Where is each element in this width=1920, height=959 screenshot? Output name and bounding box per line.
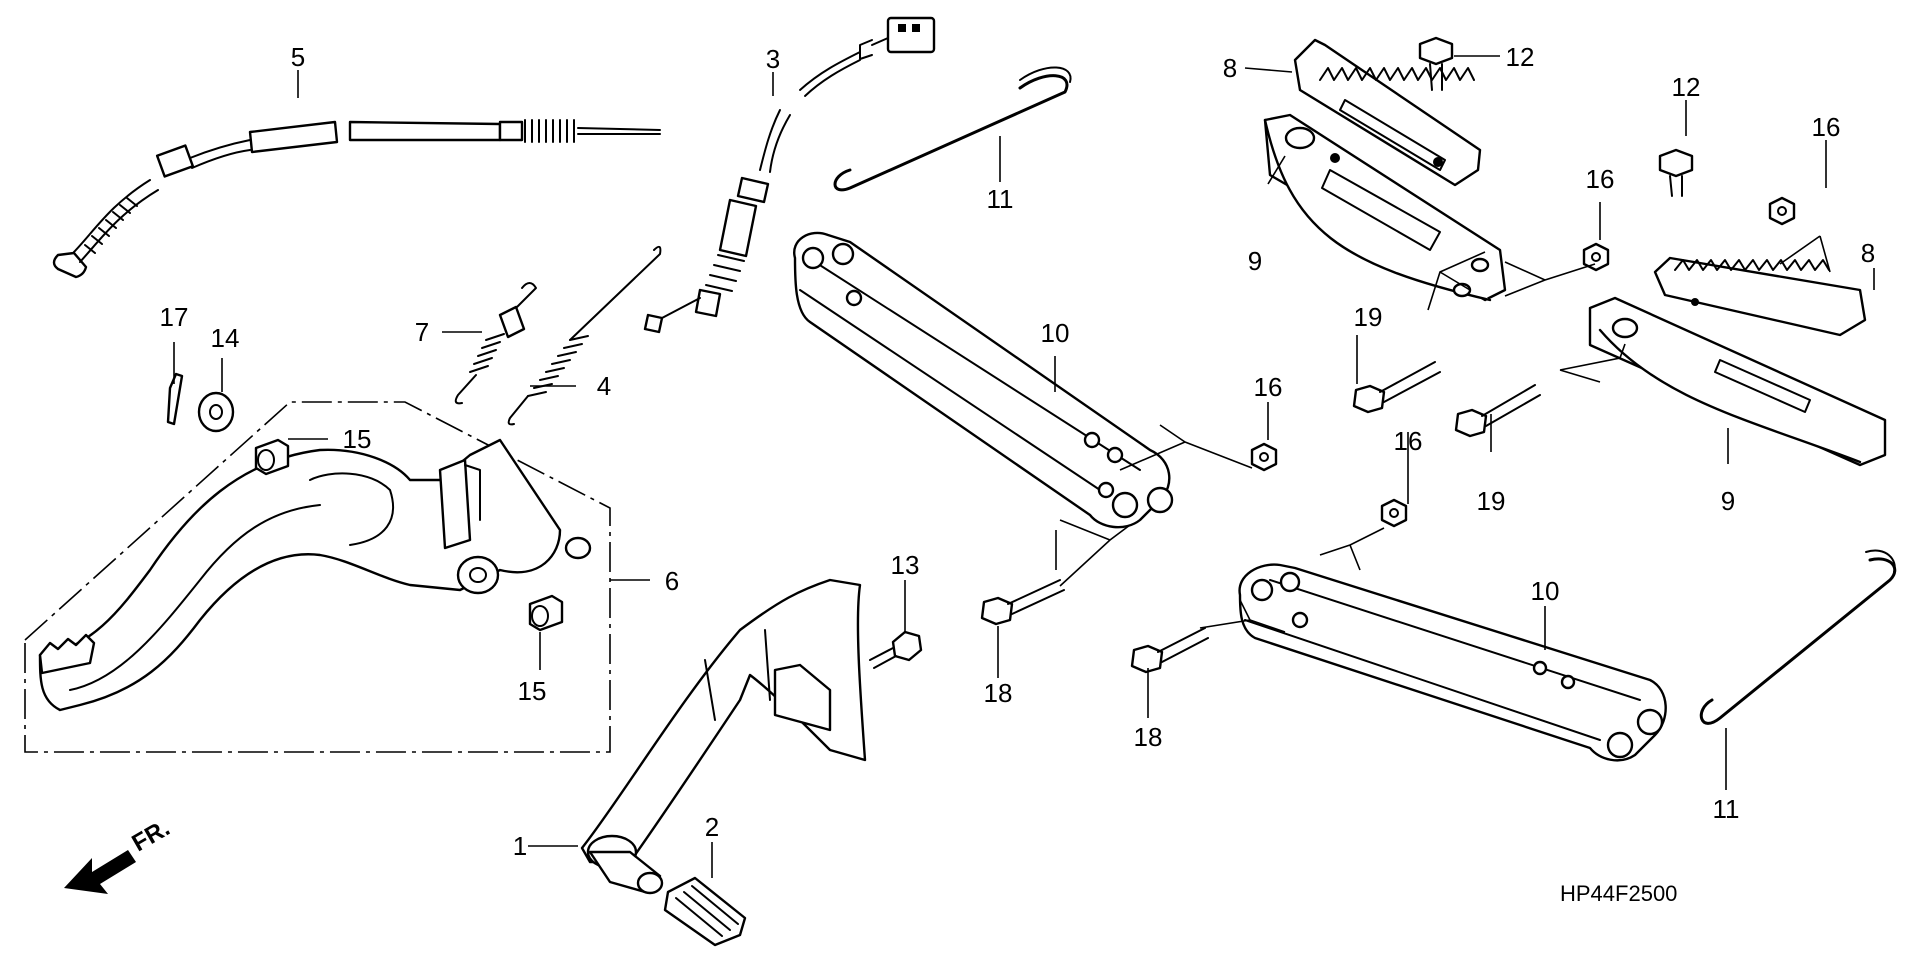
leader-lines bbox=[173, 55, 1875, 878]
callout-16-lower: 16 bbox=[1394, 426, 1423, 456]
bolt-part-19-right[interactable] bbox=[1454, 384, 1541, 438]
callout-16-upper: 16 bbox=[1586, 164, 1615, 194]
front-arrow: FR. bbox=[64, 814, 174, 894]
callout-5: 5 bbox=[291, 42, 305, 72]
washer-part-14[interactable] bbox=[197, 391, 235, 433]
spring-part-4[interactable] bbox=[507, 245, 662, 426]
callout-15-upper: 15 bbox=[343, 424, 372, 454]
arrow-left-icon bbox=[64, 850, 136, 894]
callout-19-right: 19 bbox=[1477, 486, 1506, 516]
callout-14: 14 bbox=[211, 323, 240, 353]
callout-7: 7 bbox=[415, 317, 429, 347]
rod-part-11-lower[interactable] bbox=[1699, 549, 1897, 725]
callout-8-upper: 8 bbox=[1223, 53, 1237, 83]
callout-18-upper: 18 bbox=[984, 678, 1013, 708]
bolt-part-13[interactable] bbox=[869, 630, 923, 669]
bushing-part-15-lower[interactable] bbox=[528, 594, 564, 632]
rod-part-11-upper[interactable] bbox=[833, 66, 1072, 192]
bolt-part-18-lower[interactable] bbox=[1130, 627, 1209, 674]
callout-3: 3 bbox=[766, 44, 780, 74]
callout-15-lower: 15 bbox=[518, 676, 547, 706]
callout-13: 13 bbox=[891, 550, 920, 580]
callout-9-right: 9 bbox=[1721, 486, 1735, 516]
step-part-8-upper[interactable] bbox=[1293, 38, 1482, 187]
bolt-part-12-upper[interactable] bbox=[1418, 36, 1454, 91]
callout-16-right: 16 bbox=[1812, 112, 1841, 142]
nut-part-16-d[interactable] bbox=[1380, 498, 1408, 528]
pedal-arm-part-1[interactable] bbox=[580, 578, 867, 895]
bolt-part-19-upper[interactable] bbox=[1352, 361, 1441, 414]
assembly-box-part-6 bbox=[24, 401, 611, 753]
callout-16-mid: 16 bbox=[1254, 372, 1283, 402]
nut-part-16-b[interactable] bbox=[1768, 196, 1796, 226]
brake-pedal-part-6[interactable] bbox=[38, 438, 592, 712]
callout-19-upper: 19 bbox=[1354, 302, 1383, 332]
cable-part-5[interactable] bbox=[52, 119, 661, 279]
callout-8-right: 8 bbox=[1861, 238, 1875, 268]
footpeg-arm-part-10-lower[interactable] bbox=[1238, 563, 1667, 762]
bolt-part-12-right[interactable] bbox=[1658, 148, 1694, 197]
callout-18-lower: 18 bbox=[1134, 722, 1163, 752]
callout-2: 2 bbox=[705, 812, 719, 842]
callout-17: 17 bbox=[160, 302, 189, 332]
callout-4: 4 bbox=[597, 371, 611, 401]
pedal-rubber-part-2[interactable] bbox=[663, 876, 747, 947]
footpeg-bracket-part-9-right[interactable] bbox=[1588, 296, 1887, 467]
brake-switch-part-3[interactable] bbox=[643, 16, 936, 334]
footpeg-bracket-part-9-upper[interactable] bbox=[1263, 113, 1507, 302]
callout-11-lower: 11 bbox=[1713, 794, 1740, 824]
callout-12-right: 12 bbox=[1672, 72, 1701, 102]
footpeg-arm-part-10-upper[interactable] bbox=[793, 231, 1174, 529]
callout-10-upper: 10 bbox=[1041, 318, 1070, 348]
callout-labels: 5 3 11 8 12 12 16 16 9 17 14 7 4 10 16 1… bbox=[160, 42, 1876, 861]
callout-12-upper: 12 bbox=[1506, 42, 1535, 72]
cotter-pin-part-17[interactable] bbox=[166, 372, 184, 426]
callout-11-upper: 11 bbox=[987, 184, 1014, 214]
step-part-8-right[interactable] bbox=[1653, 256, 1867, 337]
spring-part-7[interactable] bbox=[454, 282, 537, 405]
front-label: FR. bbox=[128, 814, 175, 857]
callout-9-upper: 9 bbox=[1248, 246, 1262, 276]
callout-1: 1 bbox=[513, 831, 527, 861]
callout-10-lower: 10 bbox=[1531, 576, 1560, 606]
nut-part-16-c[interactable] bbox=[1250, 442, 1278, 472]
callout-6: 6 bbox=[665, 566, 679, 596]
nut-part-16-a[interactable] bbox=[1582, 242, 1610, 272]
diagram-code: HP44F2500 bbox=[1560, 881, 1677, 906]
bolt-part-18-upper[interactable] bbox=[980, 579, 1065, 626]
bushing-part-15-upper[interactable] bbox=[254, 438, 290, 476]
